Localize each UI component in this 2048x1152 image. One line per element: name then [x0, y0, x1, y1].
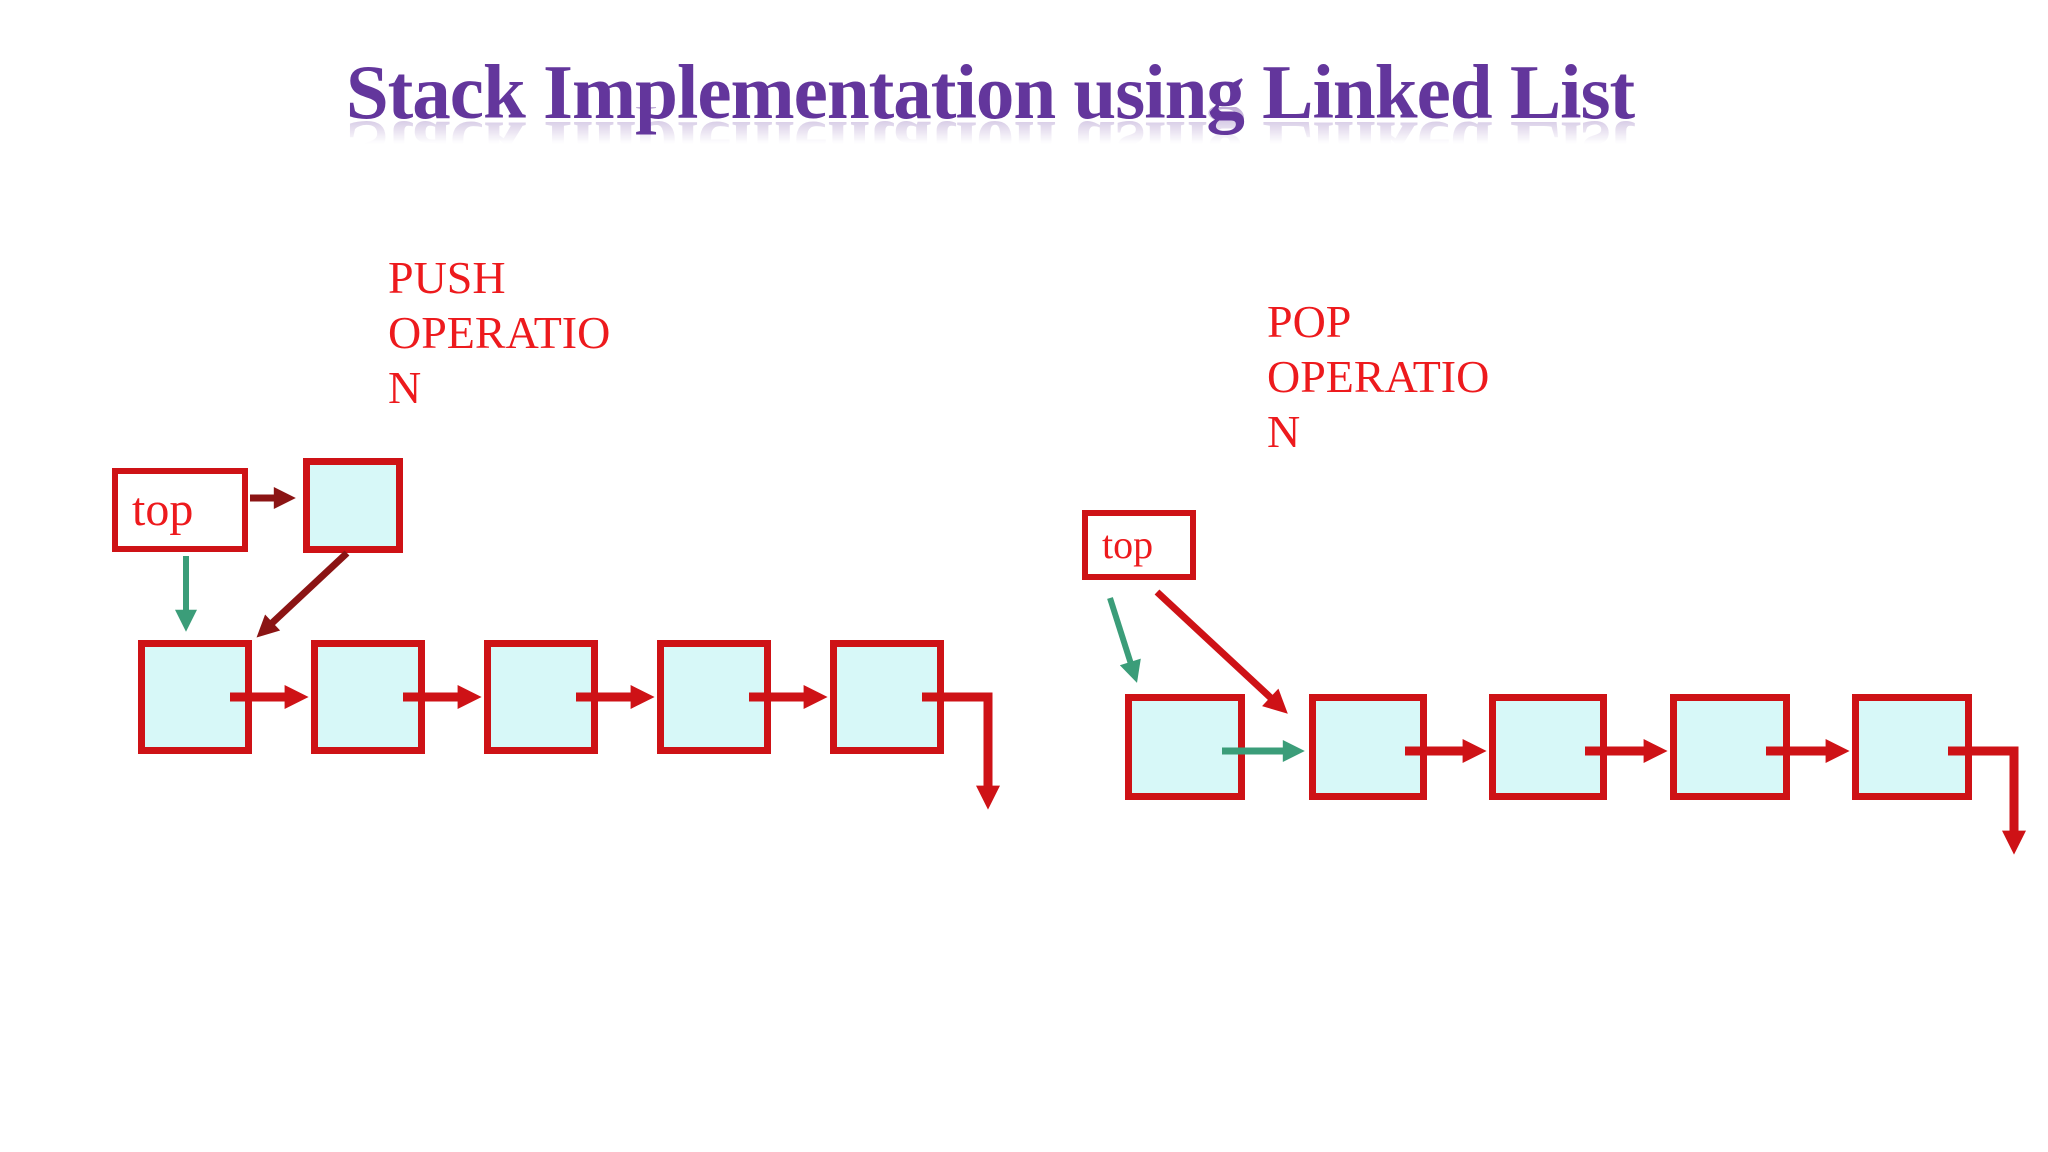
push-new-node	[303, 458, 403, 553]
pop-operation-line-1: POP	[1267, 296, 1352, 347]
pop-top-pointer-label: top	[1102, 522, 1154, 567]
push-operation-line-2: OPERATIO	[388, 307, 611, 358]
pop-tail-null-arrow	[1948, 746, 2026, 855]
push-operation-line-1: PUSH	[388, 252, 506, 303]
pop-list-node-1	[1125, 694, 1245, 800]
pop-operation-line-3: N	[1267, 406, 1301, 457]
push-operation-line-3: N	[388, 362, 422, 413]
push-tail-null-arrow	[922, 692, 1000, 810]
pop-top-to-second-node-arrow	[1154, 589, 1288, 714]
pop-top-to-head-arrow	[1107, 597, 1141, 683]
push-new-node-to-head-arrow	[256, 550, 350, 638]
push-operation-label: PUSH OPERATIO N	[388, 250, 610, 415]
push-top-pointer-label: top	[132, 483, 194, 536]
push-list-node-1	[138, 640, 252, 754]
pop-operation-line-2: OPERATIO	[1267, 351, 1490, 402]
pop-top-pointer-box: top	[1082, 510, 1196, 580]
pop-operation-label: POP OPERATIO N	[1267, 294, 1489, 459]
push-top-pointer-box: top	[112, 468, 248, 552]
slide-title: Stack Implementation using Linked List	[345, 49, 1635, 135]
